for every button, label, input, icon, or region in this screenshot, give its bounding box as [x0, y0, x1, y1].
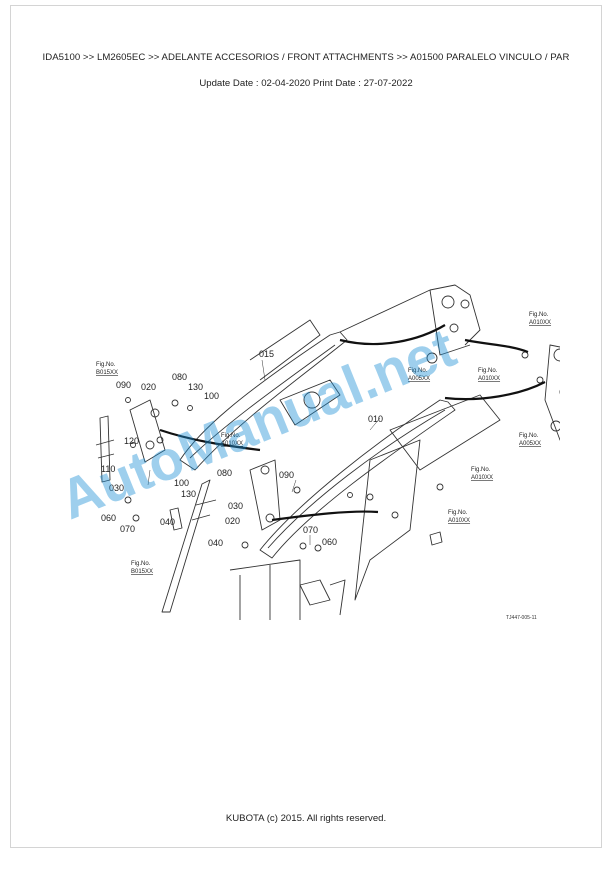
fig-ref-title: Fig.No. [529, 312, 549, 318]
part-label: 080 [217, 468, 232, 478]
part-label: 070 [120, 524, 135, 534]
part-label: 040 [208, 538, 223, 548]
part-label: 100 [174, 478, 189, 488]
fig-ref-code: A010XX [471, 475, 493, 481]
fig-ref-title: Fig.No. [408, 368, 428, 374]
part-label: 040 [160, 517, 175, 527]
fig-ref-title: Fig.No. [221, 433, 241, 439]
fig-ref-code: A005XX [519, 441, 541, 447]
part-label: 030 [228, 501, 243, 511]
fig-ref-title: Fig.No. [131, 561, 151, 567]
watermark: AutoManual.net [60, 315, 464, 531]
page-frame [10, 5, 602, 848]
fig-ref-code: A005XX [408, 376, 430, 382]
fig-ref-title: Fig.No. [96, 362, 116, 368]
part-label: 060 [101, 513, 116, 523]
fig-references: Fig.No. B015XX Fig.No. A010XX Fig.No. A0… [96, 312, 551, 575]
fig-ref-code: A010XX [221, 441, 243, 447]
fig-ref-code: A010XX [478, 376, 500, 382]
part-label: 130 [181, 489, 196, 499]
fig-ref-title: Fig.No. [471, 467, 491, 473]
part-label: 070 [303, 525, 318, 535]
part-label: 090 [116, 380, 131, 390]
part-label: 100 [204, 391, 219, 401]
part-label: 090 [279, 470, 294, 480]
fig-ref-code: A010XX [448, 518, 470, 524]
breadcrumb: IDA5100 >> LM2605EC >> ADELANTE ACCESORI… [42, 52, 570, 63]
update-print-dates: Update Date : 02-04-2020 Print Date : 27… [199, 78, 413, 89]
part-number-labels: 015 010 090 020 080 130 100 120 110 030 … [101, 349, 383, 548]
part-label: 110 [101, 464, 115, 474]
part-label: 130 [188, 382, 203, 392]
part-label: 020 [225, 516, 240, 526]
fig-ref-code: B015XX [131, 569, 153, 575]
fig-ref-title: Fig.No. [519, 433, 539, 439]
fig-ref-title: Fig.No. [448, 510, 468, 516]
fig-ref-title: Fig.No. [478, 368, 498, 374]
part-label: 080 [172, 372, 187, 382]
fig-ref-code: A010XX [529, 320, 551, 326]
drawing-code: TJ447-005-11 [506, 615, 537, 621]
part-label: 030 [109, 483, 124, 493]
footer-copyright: KUBOTA (c) 2015. All rights reserved. [225, 813, 387, 824]
fig-ref-code: B015XX [96, 370, 118, 376]
part-label: 060 [322, 537, 337, 547]
parts-diagram: 015 010 090 020 080 130 100 120 110 030 … [60, 284, 560, 621]
part-label: 020 [141, 382, 156, 392]
part-label: 015 [259, 349, 274, 359]
part-label: 120 [124, 436, 139, 446]
part-label: 010 [368, 414, 383, 424]
